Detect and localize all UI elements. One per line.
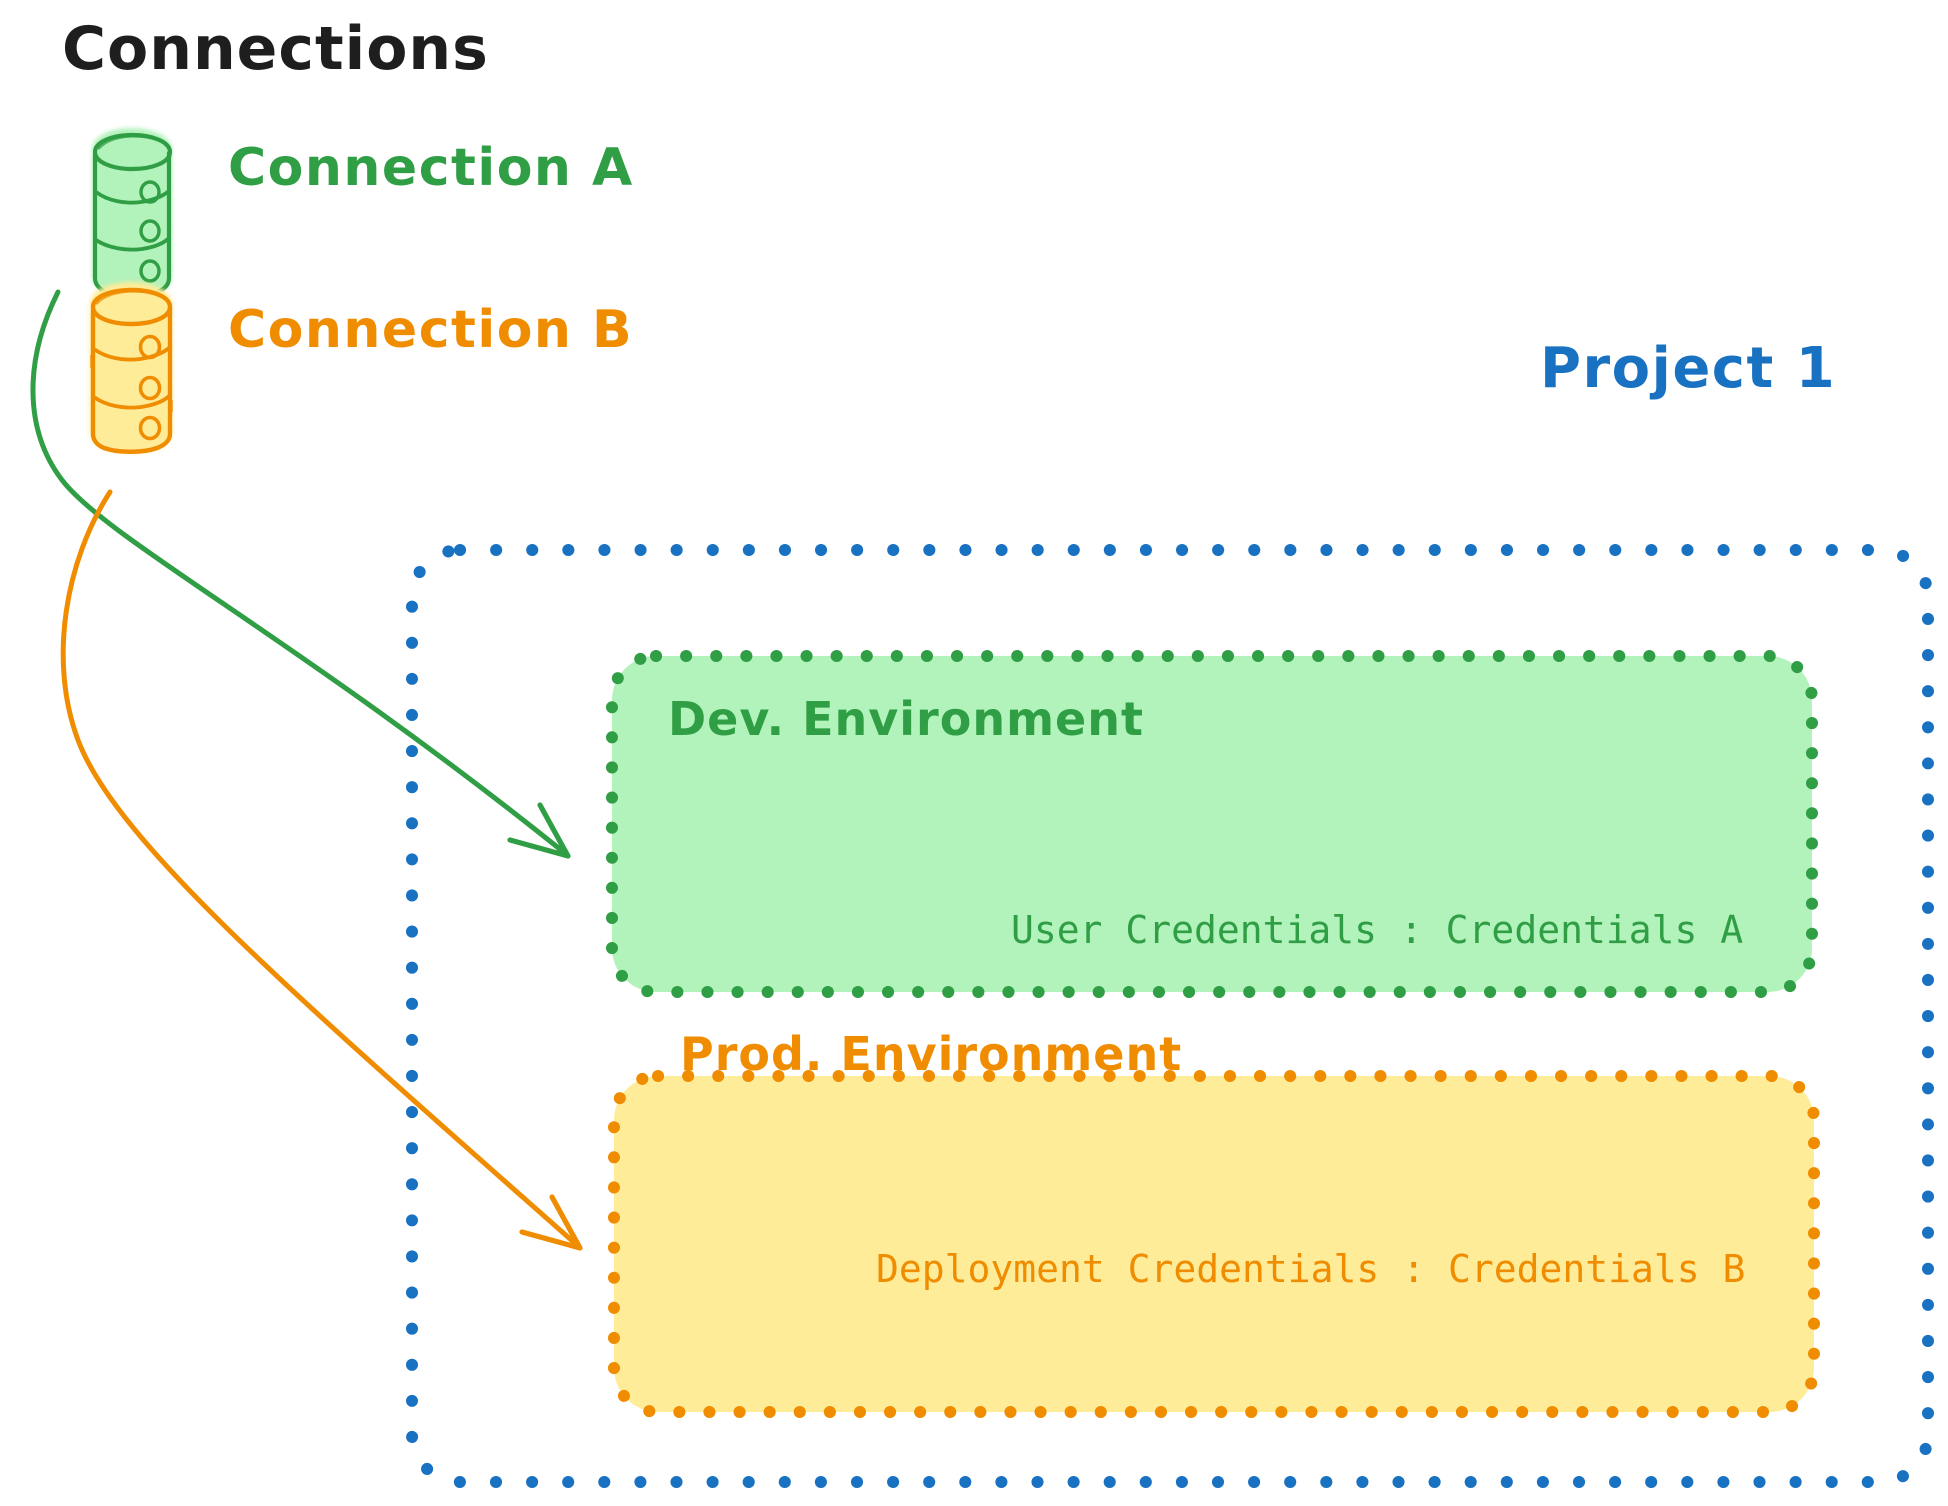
dev-environment-credentials: User Credentials : Credentials A [1011,908,1744,952]
dev-environment-box-fill [612,656,1812,992]
dev-environment-box-border [606,650,1818,998]
prod-environment-credentials: Deployment Credentials : Credentials B [876,1247,1746,1291]
connection-b-database-icon[interactable] [90,282,173,454]
connection-a-label[interactable]: Connection A [228,138,634,198]
connections-heading: Connections [62,14,489,84]
connection-a-database-icon[interactable] [92,128,173,298]
prod-environment-box-border [608,1070,1820,1418]
project-1-label: Project 1 [1540,336,1837,401]
edge-connection-b-to-prod [60,489,583,1251]
prod-environment-box-fill [614,1076,1814,1412]
connection-b-label[interactable]: Connection B [228,300,634,360]
project-1-container [406,544,1934,1488]
prod-environment-title: Prod. Environment [680,1027,1183,1081]
dev-environment-title: Dev. Environment [668,692,1144,746]
